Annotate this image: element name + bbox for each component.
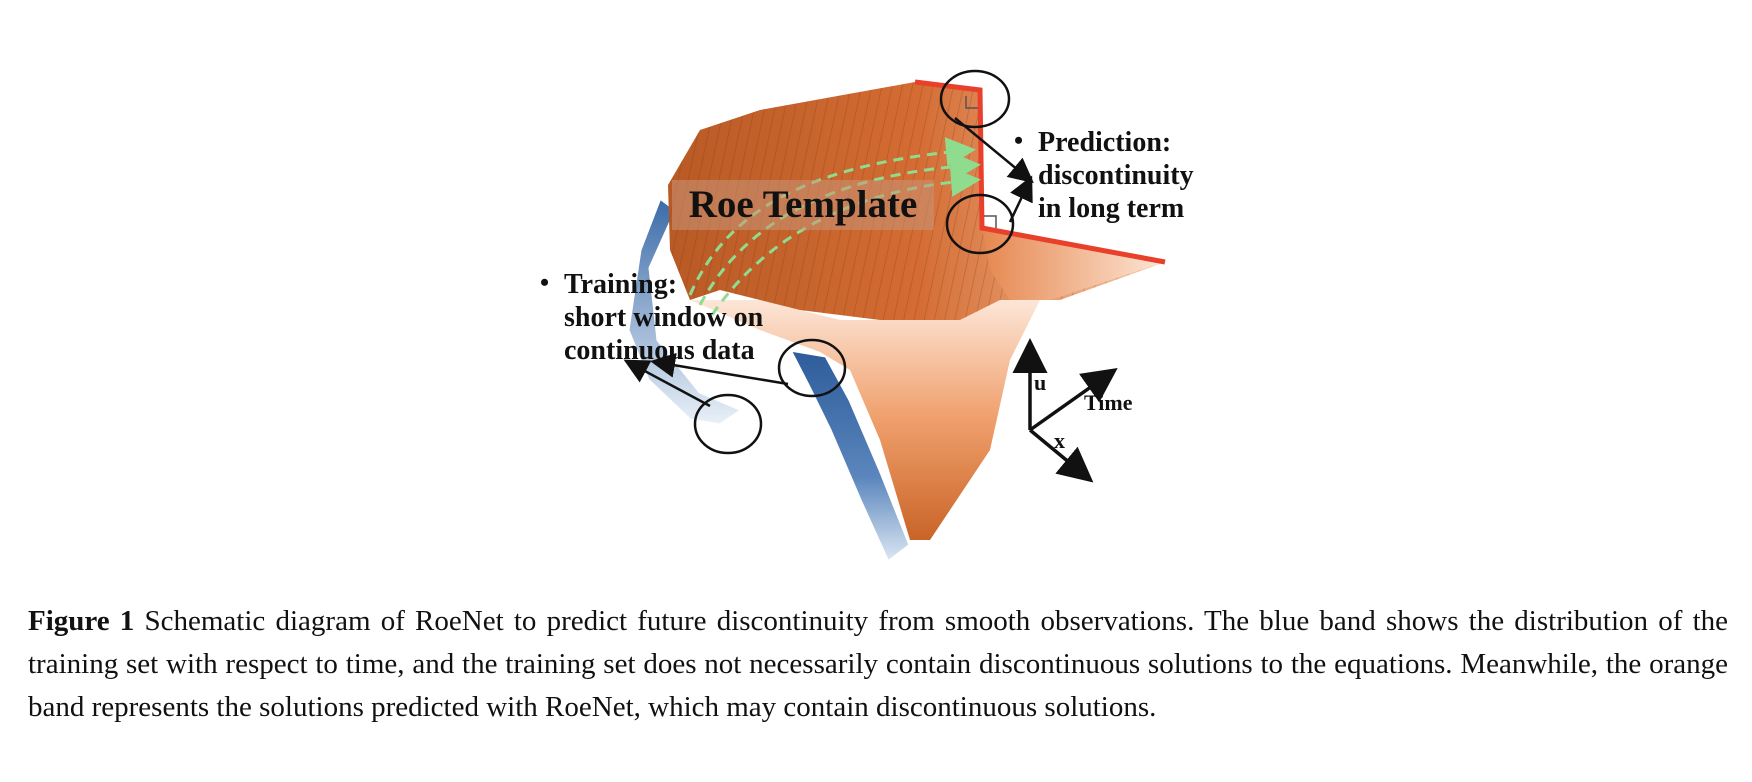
roe-template-label: Roe Template [672, 180, 934, 230]
orange-band-belly [690, 295, 1040, 540]
pointer-bottom-to-prediction [1008, 175, 1033, 223]
pointer-left-to-training [623, 359, 711, 408]
axis-x-label: x [1054, 428, 1065, 453]
ellipse-top-discontinuity [939, 69, 1011, 129]
prediction-bullet: • [1014, 126, 1024, 155]
axis-time [1028, 367, 1118, 432]
prediction-line-3: in long term [1038, 193, 1185, 224]
ellipse-bottom-discontinuity [945, 193, 1015, 255]
caption-label: Figure 1 [28, 605, 135, 637]
caption-text: Schematic diagram of RoeNet to predict f… [28, 605, 1728, 723]
training-line-3: continuous data [564, 335, 755, 366]
blue-band-tail [787, 348, 912, 565]
ellipse-training-left [693, 393, 763, 455]
green-arrow-3 [688, 137, 976, 296]
training-line-1: Training: [564, 269, 678, 300]
pointer-right-to-training [650, 352, 789, 386]
prediction-line-2: discontinuity [1038, 160, 1194, 191]
training-bullet: • [540, 268, 550, 297]
right-angle-mark-top [965, 96, 978, 109]
prediction-line-1: Prediction: [1038, 127, 1172, 158]
axis-u-label: u [1034, 370, 1047, 395]
roenet-schematic-diagram [623, 69, 1166, 565]
ellipse-training-right [777, 338, 847, 398]
figure-caption: Figure 1 Schematic diagram of RoeNet to … [28, 600, 1728, 729]
prediction-annotation: • Prediction: discontinuity in long term [1014, 126, 1194, 225]
axis-time-label: Time [1084, 390, 1133, 415]
right-angle-mark-bottom [984, 215, 997, 228]
training-line-2: short window on [564, 302, 764, 333]
pointer-top-to-prediction [954, 117, 1034, 184]
axis-x [1028, 428, 1094, 483]
orange-band-right [982, 228, 1165, 300]
red-discontinuity-edge [914, 79, 1166, 265]
training-annotation: • Training: short window on continuous d… [540, 268, 764, 367]
